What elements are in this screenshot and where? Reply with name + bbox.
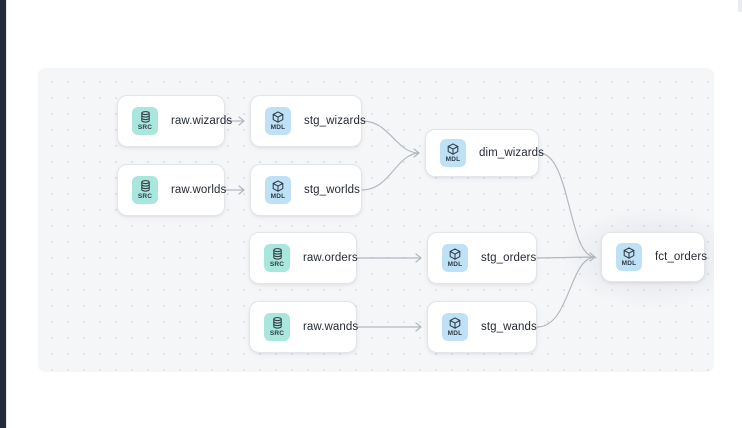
- edge-stg-wizards-dim-wizards: [361, 120, 420, 154]
- node-label: raw.wizards: [171, 115, 233, 127]
- node-raw_wands[interactable]: SRC raw.wands: [249, 301, 359, 353]
- model-badge: MDL: [616, 243, 642, 271]
- cube-icon: [449, 317, 461, 329]
- node-label: raw.worlds: [171, 184, 227, 196]
- node-label: stg_worlds: [304, 184, 360, 196]
- node-label: raw.wands: [303, 321, 359, 333]
- source-badge: SRC: [132, 176, 158, 204]
- node-label: fct_orders: [655, 251, 708, 263]
- badge-kind-label: MDL: [621, 260, 637, 267]
- database-icon: [272, 248, 283, 260]
- arrowhead-icon: [415, 253, 422, 263]
- database-icon: [140, 180, 151, 192]
- source-badge: SRC: [264, 244, 290, 272]
- node-stg_orders[interactable]: MDL stg_orders: [427, 232, 537, 284]
- database-icon: [272, 317, 283, 329]
- cube-icon: [447, 143, 459, 155]
- edge-stg-wands-fct-orders: [536, 256, 596, 328]
- model-badge: MDL: [442, 244, 468, 272]
- node-label: stg_orders: [481, 252, 537, 264]
- edge-layer: [225, 116, 596, 332]
- arrowhead-icon: [589, 252, 596, 262]
- cube-icon: [272, 111, 284, 123]
- node-raw_orders[interactable]: SRC raw.orders: [249, 232, 358, 284]
- node-raw_wizards[interactable]: SRC raw.wizards: [117, 95, 232, 147]
- node-stg_wands[interactable]: MDL stg_wands: [427, 301, 537, 353]
- node-dim_wizards[interactable]: MDL dim_wizards: [425, 129, 544, 177]
- arrowhead-icon: [238, 116, 245, 126]
- edge-dim-wizards-fct-orders: [538, 152, 596, 258]
- badge-kind-label: MDL: [270, 193, 286, 200]
- rail-divider: [6, 0, 7, 428]
- badge-kind-label: MDL: [447, 330, 463, 337]
- node-label: stg_wizards: [304, 115, 366, 127]
- node-fct_orders[interactable]: MDL fct_orders: [601, 232, 708, 282]
- node-label: stg_wands: [481, 321, 537, 333]
- model-badge: MDL: [265, 176, 291, 204]
- node-label: raw.orders: [303, 252, 358, 264]
- arrowhead-icon: [415, 322, 422, 332]
- model-badge: MDL: [265, 107, 291, 135]
- cube-icon: [272, 180, 284, 192]
- badge-kind-label: SRC: [269, 330, 285, 337]
- badge-kind-label: MDL: [270, 124, 286, 131]
- edge-stg-orders-fct-orders: [536, 256, 596, 259]
- cube-icon: [449, 248, 461, 260]
- left-navigation-rail: [0, 0, 6, 428]
- node-label: dim_wizards: [479, 147, 545, 159]
- badge-kind-label: MDL: [447, 261, 463, 268]
- model-badge: MDL: [440, 139, 466, 167]
- node-stg_wizards[interactable]: MDL stg_wizards: [250, 95, 366, 147]
- source-badge: SRC: [264, 313, 290, 341]
- edge-stg-worlds-dim-wizards: [361, 152, 420, 191]
- model-badge: MDL: [442, 313, 468, 341]
- badge-kind-label: MDL: [445, 156, 461, 163]
- arrowhead-icon: [413, 148, 420, 158]
- vertical-scrollbar[interactable]: [738, 0, 742, 12]
- badge-kind-label: SRC: [269, 261, 285, 268]
- badge-kind-label: SRC: [137, 193, 153, 200]
- cube-icon: [623, 247, 635, 259]
- source-badge: SRC: [132, 107, 158, 135]
- badge-kind-label: SRC: [137, 124, 153, 131]
- database-icon: [140, 111, 151, 123]
- node-stg_worlds[interactable]: MDL stg_worlds: [250, 164, 362, 216]
- arrowhead-icon: [238, 185, 245, 195]
- node-raw_worlds[interactable]: SRC raw.worlds: [117, 164, 227, 216]
